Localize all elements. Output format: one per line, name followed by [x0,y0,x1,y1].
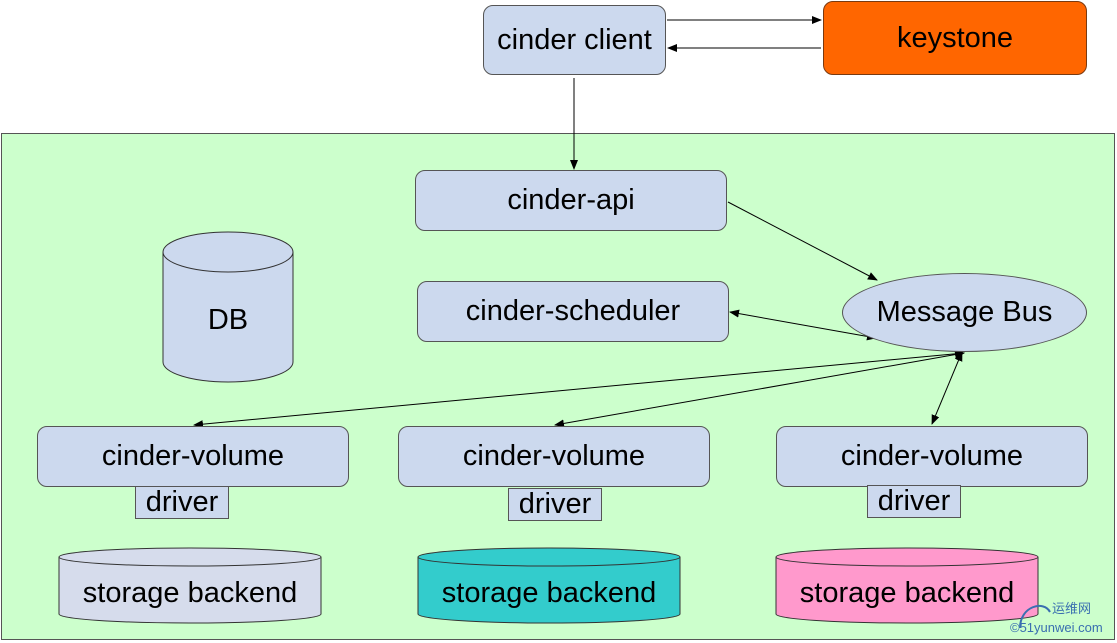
keystone-label: keystone [896,21,1014,54]
driver-label-2: driver [518,488,592,520]
watermark-line-2: ©51yunwei.com [1010,620,1103,635]
db-label: DB [207,303,249,336]
storage-backend-label-1: storage backend [82,576,298,609]
arrow-scheduler-bus [729,309,877,341]
storage-cylinder-3 [775,547,1039,624]
keystone-node: keystone [823,1,1087,75]
cinder-volume-label-1: cinder-volume [101,440,285,472]
cinder-api-node: cinder-api [415,170,727,231]
driver-label-3: driver [877,485,951,517]
cinder-volume-node-1: cinder-volume [37,426,349,487]
arrow-bus-volume-1 [193,349,965,429]
cinder-client-label: cinder client [497,23,652,56]
cinder-scheduler-label: cinder-scheduler [465,295,681,327]
driver-box-3: driver [867,485,961,518]
storage-backend-label-2: storage backend [441,576,657,609]
db-cylinder [162,231,294,383]
arrow-bus-volume-3 [931,351,963,425]
storage-cylinder-2 [417,547,681,624]
cinder-client-node: cinder client [483,5,666,75]
arrow-api-to-bus [727,201,878,281]
driver-box-2: driver [508,488,602,521]
watermark-line-1: 运维网 [1052,601,1092,616]
message-bus-node: Message Bus [842,273,1087,352]
cinder-api-label: cinder-api [507,184,635,216]
cinder-volume-label-2: cinder-volume [462,440,646,472]
cinder-volume-node-3: cinder-volume [776,426,1088,487]
message-bus-label: Message Bus [876,296,1053,328]
storage-backend-label-3: storage backend [799,576,1015,609]
cinder-volume-label-3: cinder-volume [840,440,1024,472]
driver-box-1: driver [135,486,229,519]
cinder-scheduler-node: cinder-scheduler [417,281,729,342]
storage-cylinder-1 [58,547,322,624]
driver-label-1: driver [145,486,219,518]
arrow-bus-volume-2 [554,350,965,428]
cinder-volume-node-2: cinder-volume [398,426,710,487]
watermark-logo [1019,604,1051,629]
